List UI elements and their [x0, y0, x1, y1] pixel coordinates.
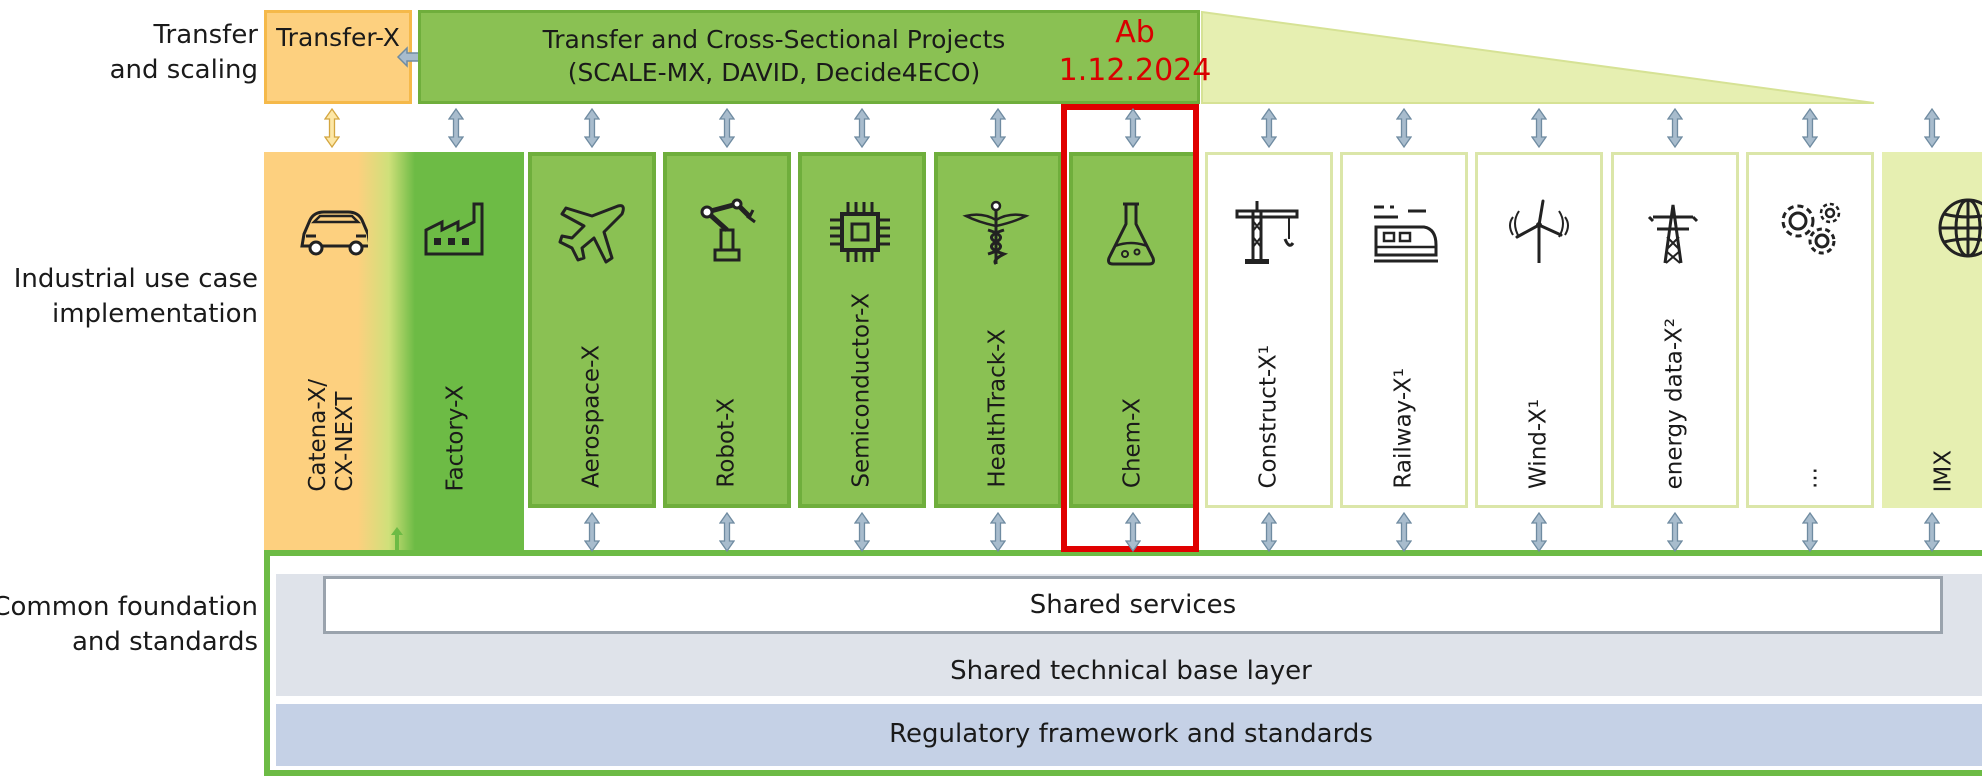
- up-down-arrow-icon: [1531, 512, 1547, 552]
- column-label: IMX: [1931, 450, 1958, 492]
- column-label-text: Factory-X: [443, 385, 470, 492]
- column-wind: Wind-X¹: [1475, 152, 1603, 508]
- column-label-line: IMX: [1930, 449, 1957, 492]
- column-label: Catena-X/CX-NEXT: [305, 379, 359, 492]
- scaling-wedge: [1201, 10, 1875, 104]
- column-robot: Robot-X: [663, 152, 791, 508]
- column-imx: IMX: [1882, 152, 1982, 508]
- gears-icon: [1781, 202, 1841, 255]
- column-energy: energy data-X²: [1611, 152, 1739, 508]
- up-down-arrow-icon: [1802, 512, 1818, 552]
- up-down-arrow-icon: [990, 108, 1006, 148]
- column-label-text: Wind-X¹: [1526, 399, 1553, 489]
- column-more: ...: [1746, 152, 1874, 508]
- column-label-text: Semiconductor-X: [849, 293, 876, 488]
- up-down-arrow-icon: [1924, 512, 1940, 552]
- up-down-arrow-icon: [1261, 108, 1277, 148]
- up-down-arrow-icon: [1125, 512, 1141, 552]
- column-label-line: Semiconductor-X: [848, 293, 875, 488]
- train-icon: [1374, 205, 1438, 263]
- column-aerospace: Aerospace-X: [528, 152, 656, 508]
- wind-turbine-icon: [1509, 199, 1569, 263]
- column-semiconductor: Semiconductor-X: [798, 152, 926, 508]
- up-down-arrow-icon: [854, 512, 870, 552]
- column-construct: Construct-X¹: [1205, 152, 1333, 508]
- up-down-arrow-icon: [1125, 108, 1141, 148]
- factory-icon: [424, 202, 484, 256]
- column-label-line: CX-NEXT: [332, 391, 358, 492]
- transfer-x-box: Transfer-X: [264, 10, 412, 104]
- up-down-arrow-icon: [719, 108, 735, 148]
- up-down-arrow-icon: [1924, 108, 1940, 148]
- up-down-arrow-icon: [1531, 108, 1547, 148]
- column-label: Construct-X¹: [1256, 345, 1283, 489]
- shared-services-box: Shared services: [323, 576, 1943, 634]
- column-label-line: energy data-X²: [1661, 317, 1688, 489]
- robot-arm-icon: [700, 198, 756, 262]
- column-label-line: Factory-X: [442, 385, 469, 492]
- up-down-arrow-icon: [1667, 512, 1683, 552]
- column-label: energy data-X²: [1662, 318, 1689, 489]
- column-healthtrack: HealthTrack-X: [934, 152, 1062, 508]
- up-down-arrow-icon: [990, 512, 1006, 552]
- power-pylon-icon: [1647, 204, 1699, 264]
- column-label-line: Railway-X¹: [1390, 368, 1417, 489]
- column-label-line: Wind-X¹: [1525, 399, 1552, 489]
- column-label: Railway-X¹: [1391, 368, 1418, 489]
- caduceus-icon: [962, 200, 1030, 266]
- crane-icon: [1235, 201, 1299, 264]
- chip-icon: [830, 202, 890, 262]
- up-down-arrow-icon: [584, 108, 600, 148]
- up-down-arrow-icon: [1667, 108, 1683, 148]
- column-label-text: Catena-X/CX-NEXT: [305, 379, 359, 492]
- column-label-text: Railway-X¹: [1391, 368, 1418, 489]
- column-label-line: Construct-X¹: [1255, 345, 1282, 489]
- column-label: ...: [1797, 467, 1824, 489]
- column-label-line: Catena-X/: [305, 379, 331, 492]
- column-label: Robot-X: [714, 398, 741, 488]
- up-down-arrow-icon: [719, 512, 735, 552]
- column-railway: Railway-X¹: [1340, 152, 1468, 508]
- transfer-projects-box: Transfer and Cross-Sectional Projects (S…: [418, 10, 1200, 104]
- column-chem: Chem-X: [1069, 152, 1197, 508]
- up-down-arrow-icon: [324, 108, 340, 148]
- car-icon: [300, 210, 368, 256]
- column-label-text: HealthTrack-X: [985, 329, 1012, 488]
- small-up-arrow-icon: [391, 527, 403, 551]
- column-factory: Factory-X: [392, 152, 520, 508]
- column-label: Aerospace-X: [579, 345, 606, 488]
- column-label-text: Robot-X: [714, 398, 741, 488]
- column-catena: Catena-X/CX-NEXT: [264, 152, 400, 508]
- column-label-text: ...: [1797, 467, 1824, 489]
- column-label-text: energy data-X²: [1662, 318, 1689, 489]
- column-label-text: Construct-X¹: [1256, 345, 1283, 489]
- up-down-arrow-icon: [448, 108, 464, 148]
- up-down-arrow-icon: [1396, 512, 1412, 552]
- column-label: Semiconductor-X: [849, 293, 876, 488]
- column-label: HealthTrack-X: [985, 329, 1012, 488]
- up-down-arrow-icon: [1261, 512, 1277, 552]
- column-label-text: Aerospace-X: [579, 345, 606, 488]
- flask-icon: [1107, 202, 1155, 266]
- column-label-line: ...: [1796, 467, 1823, 489]
- up-down-arrow-icon: [1802, 108, 1818, 148]
- column-label-text: IMX: [1931, 450, 1958, 492]
- column-label-line: Robot-X: [713, 398, 740, 488]
- airplane-icon: [558, 204, 625, 264]
- column-label-line: HealthTrack-X: [984, 329, 1011, 488]
- up-down-arrow-icon: [584, 512, 600, 552]
- chem-x-highlight-box: [1061, 104, 1199, 552]
- column-label: Factory-X: [443, 385, 470, 492]
- globe-icon: [1938, 198, 1982, 258]
- up-down-arrow-icon: [854, 108, 870, 148]
- regulatory-layer: Regulatory framework and standards: [276, 704, 1982, 766]
- up-down-arrow-icon: [1396, 108, 1412, 148]
- column-label: Wind-X¹: [1526, 399, 1553, 489]
- column-label-line: Aerospace-X: [578, 345, 605, 488]
